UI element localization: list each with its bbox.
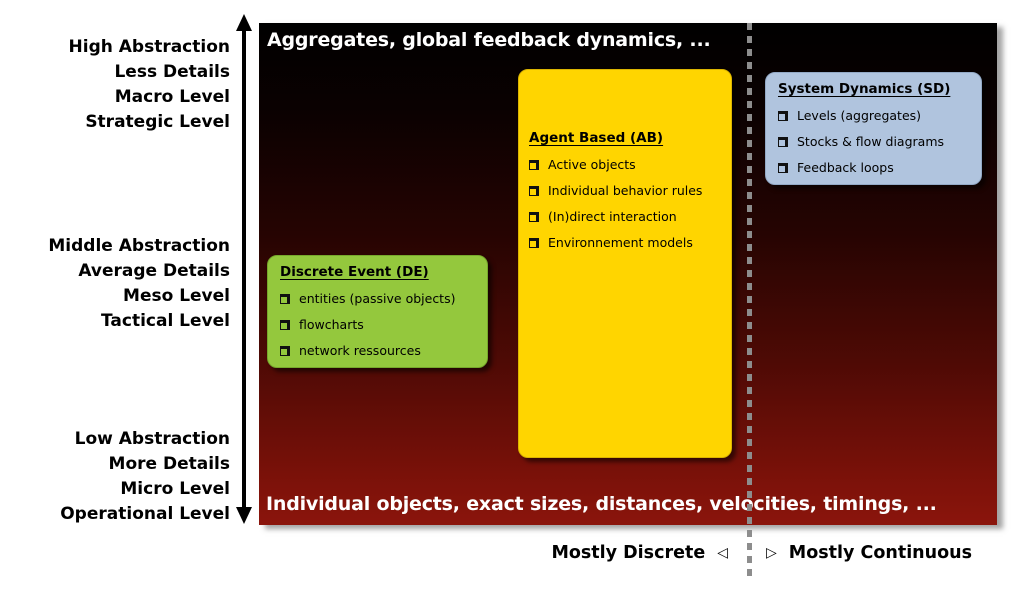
- list-item-label: network ressources: [299, 343, 421, 358]
- mostly-continuous-label: ▷ Mostly Continuous: [766, 543, 972, 563]
- list-item-label: Environnement models: [548, 235, 693, 250]
- axis-label: Middle Abstraction: [48, 236, 230, 256]
- list-item-label: flowcharts: [299, 317, 364, 332]
- axis-label: Macro Level: [114, 87, 230, 107]
- axis-arrow-shaft: [242, 28, 246, 516]
- list-item-label: entities (passive objects): [299, 291, 456, 306]
- list-item: Stocks & flow diagrams: [778, 134, 981, 149]
- list-item: Active objects: [529, 157, 731, 172]
- list-item-label: (In)direct interaction: [548, 209, 677, 224]
- list-item: (In)direct interaction: [529, 209, 731, 224]
- square-bullet-icon: [778, 110, 788, 121]
- list-item-label: Individual behavior rules: [548, 183, 703, 198]
- mostly-continuous-text: Mostly Continuous: [788, 543, 973, 563]
- discrete-event-title: Discrete Event (DE): [280, 264, 429, 280]
- discrete-event-box: Discrete Event (DE) entities (passive ob…: [267, 255, 488, 368]
- axis-arrow-down-icon: [236, 507, 252, 524]
- square-bullet-icon: [529, 185, 539, 196]
- discrete-continuous-divider: [747, 23, 752, 579]
- axis-labels-middle-abstraction: Middle Abstraction Average Details Meso …: [0, 234, 230, 334]
- axis-label: Tactical Level: [100, 311, 230, 331]
- list-item: Levels (aggregates): [778, 108, 981, 123]
- system-dynamics-box: System Dynamics (SD) Levels (aggregates)…: [765, 72, 982, 185]
- list-item: Feedback loops: [778, 160, 981, 175]
- axis-label: Meso Level: [123, 286, 230, 306]
- mostly-discrete-label: Mostly Discrete ◁: [0, 543, 728, 563]
- axis-label: Less Details: [114, 62, 230, 82]
- square-bullet-icon: [280, 293, 290, 304]
- axis-label: Average Details: [78, 261, 230, 281]
- list-item-label: Feedback loops: [797, 160, 894, 175]
- axis-labels-high-abstraction: High Abstraction Less Details Macro Leve…: [0, 35, 230, 135]
- square-bullet-icon: [778, 162, 788, 173]
- list-item: network ressources: [280, 343, 487, 358]
- axis-label: Micro Level: [120, 479, 230, 499]
- bottom-banner-text: Individual objects, exact sizes, distanc…: [266, 493, 937, 515]
- system-dynamics-title: System Dynamics (SD): [778, 81, 951, 97]
- mostly-discrete-text: Mostly Discrete: [551, 543, 706, 563]
- axis-label: Low Abstraction: [74, 429, 230, 449]
- top-banner-text: Aggregates, global feedback dynamics, ..…: [267, 29, 711, 51]
- axis-arrow-up-icon: [236, 14, 252, 31]
- axis-label: High Abstraction: [68, 37, 230, 57]
- list-item: Individual behavior rules: [529, 183, 731, 198]
- axis-label: Strategic Level: [85, 112, 230, 132]
- square-bullet-icon: [529, 211, 539, 222]
- square-bullet-icon: [529, 237, 539, 248]
- square-bullet-icon: [280, 319, 290, 330]
- list-item: entities (passive objects): [280, 291, 487, 306]
- axis-label: More Details: [108, 454, 230, 474]
- axis-labels-low-abstraction: Low Abstraction More Details Micro Level…: [0, 427, 230, 527]
- axis-label: Operational Level: [60, 504, 230, 524]
- agent-based-box: Agent Based (AB) Active objects Individu…: [518, 69, 732, 458]
- square-bullet-icon: [280, 345, 290, 356]
- square-bullet-icon: [778, 136, 788, 147]
- list-item: flowcharts: [280, 317, 487, 332]
- list-item: Environnement models: [529, 235, 731, 250]
- left-triangle-icon: ◁: [717, 545, 728, 561]
- agent-based-title: Agent Based (AB): [529, 130, 664, 146]
- list-item-label: Active objects: [548, 157, 636, 172]
- square-bullet-icon: [529, 159, 539, 170]
- list-item-label: Levels (aggregates): [797, 108, 922, 123]
- list-item-label: Stocks & flow diagrams: [797, 134, 945, 149]
- right-triangle-icon: ▷: [766, 545, 777, 561]
